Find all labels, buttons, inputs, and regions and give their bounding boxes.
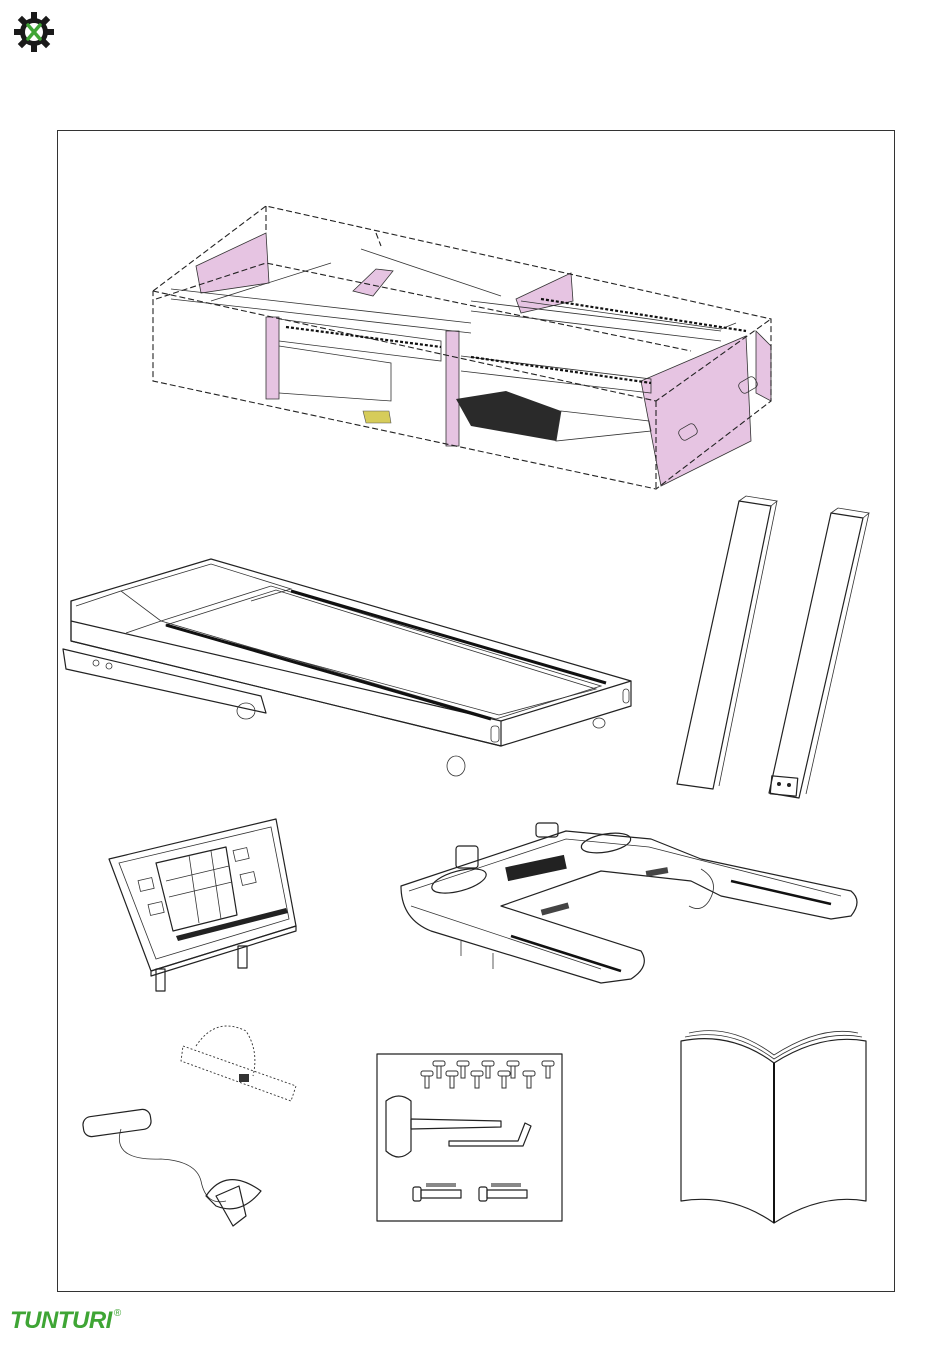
- registered-mark: ®: [114, 1308, 121, 1319]
- tube-icon: [677, 496, 869, 798]
- box-icon: [153, 206, 771, 489]
- handlebar-icon: [401, 823, 857, 983]
- brand-name: TUNTURI: [10, 1306, 112, 1336]
- book-icon: [681, 1031, 866, 1223]
- treadmill-icon: [63, 559, 631, 776]
- brand-logo: TUNTURI ®: [10, 1306, 121, 1336]
- safety-key-icon: [82, 1026, 296, 1226]
- gear-check-icon: [12, 10, 56, 54]
- console-icon: [109, 819, 296, 991]
- contents-frame: [57, 130, 895, 1292]
- hardware-icon: [377, 1054, 562, 1221]
